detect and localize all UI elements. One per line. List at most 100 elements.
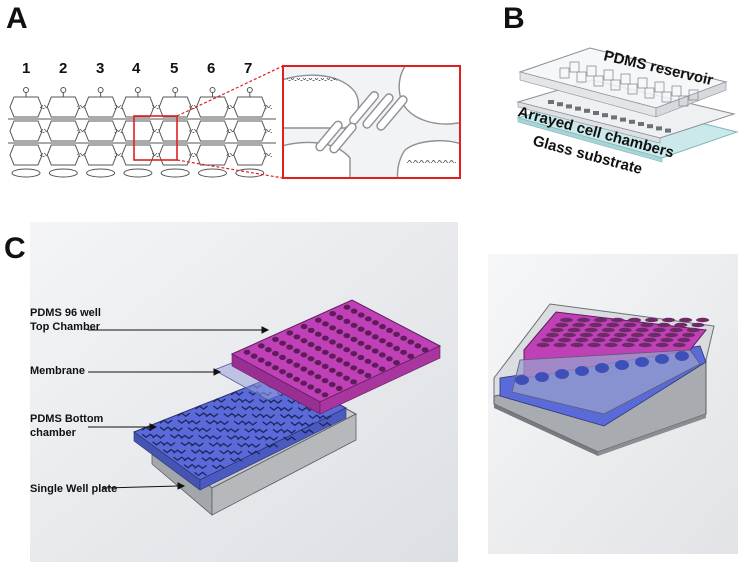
top-well [350, 365, 358, 371]
assembled-well [555, 322, 569, 328]
top-well [371, 334, 379, 340]
top-well [364, 330, 372, 336]
serpentine-channel [190, 442, 204, 454]
assembled-well [604, 342, 618, 348]
serpentine-channel [233, 413, 247, 426]
assembled-well [567, 327, 581, 333]
cell-chamber-dot [611, 115, 617, 120]
top-well [322, 321, 329, 327]
top-well [293, 362, 301, 368]
top-well [250, 353, 258, 359]
top-well [300, 366, 308, 372]
serpentine-channel [170, 427, 183, 439]
inlet-port [97, 87, 104, 93]
top-well [364, 344, 372, 350]
cell-chamber [195, 144, 230, 166]
reservoir-well [610, 79, 621, 91]
serpentine-channel [272, 421, 286, 434]
assembled-well [572, 322, 586, 328]
assembled-well [652, 327, 666, 333]
cell-chamber [195, 120, 230, 142]
assembled-well [672, 342, 686, 348]
serpentine-channel [230, 391, 244, 403]
top-well [407, 339, 415, 345]
top-well [393, 331, 400, 337]
serpentine-channel [177, 412, 191, 424]
serpentine-channel [247, 443, 261, 455]
top-well [407, 353, 415, 359]
top-well [414, 343, 422, 349]
column-number-7: 7 [244, 60, 253, 77]
assembled-well [655, 342, 669, 348]
assembled-bottom-chamber-cell [635, 357, 649, 367]
label-single-well-plate: Single Well plate [30, 483, 118, 495]
top-well [257, 343, 265, 349]
top-well [357, 369, 365, 375]
cell-chamber [9, 120, 43, 142]
top-well [371, 348, 379, 354]
assembled-well [562, 332, 576, 338]
top-well [372, 320, 379, 326]
top-well [364, 316, 372, 322]
zoom-guide-line [176, 65, 284, 117]
assembled-bottom-chamber-cell [615, 360, 629, 370]
label-bottom-chamber: PDMS Bottom chamber [30, 413, 104, 439]
panel-label-c: C [4, 232, 26, 265]
cell-chamber [121, 144, 155, 166]
cell-chamber-dot [629, 119, 635, 124]
top-well [314, 374, 322, 380]
assembled-well [589, 322, 603, 328]
top-well [336, 343, 343, 349]
reservoir-well [637, 77, 648, 89]
assembled-well [674, 322, 688, 328]
assembled-well [587, 342, 601, 348]
top-well [350, 351, 358, 357]
cell-chamber-dot [593, 111, 599, 115]
assembled-well [550, 327, 564, 333]
top-well [371, 362, 379, 368]
label-pointer-lines [88, 326, 270, 490]
serpentine-channel [241, 398, 255, 411]
outlet-channel [123, 168, 153, 178]
assembled-well [601, 327, 615, 333]
serpentine-channel [205, 412, 219, 425]
assembled-well [545, 332, 559, 338]
outlet-channel [48, 168, 78, 178]
assembled-bottom-chamber-cell [655, 354, 669, 364]
top-well [293, 348, 301, 354]
top-well [378, 366, 386, 372]
top-well [350, 379, 357, 385]
inlet-port [23, 87, 29, 93]
serpentine-channel [262, 413, 275, 426]
top-well [307, 356, 315, 362]
cell-chamber [9, 144, 43, 166]
top-well [329, 325, 336, 331]
cell-chamber [233, 144, 267, 166]
inlet-port [134, 87, 141, 93]
assembled-well [645, 317, 659, 323]
assembled-well [657, 322, 671, 328]
assembled-well [553, 342, 567, 348]
top-well [314, 360, 322, 366]
serpentine-channel [194, 464, 207, 477]
serpentine-channel [265, 436, 279, 448]
cell-chamber-dot [656, 126, 662, 131]
assembled-bottom-chamber-cell [575, 366, 589, 376]
assembled-well [577, 317, 590, 323]
cell-chamber [158, 144, 192, 166]
assembled-well [584, 327, 598, 333]
assembled-bottom-chamber-cell [535, 372, 549, 382]
assembled-well [691, 322, 705, 328]
top-well [307, 341, 315, 348]
assembled-well [665, 332, 678, 338]
top-well [343, 304, 351, 310]
top-well [321, 378, 329, 384]
reservoir-well [586, 65, 597, 77]
top-well [350, 308, 358, 314]
top-well [336, 357, 343, 363]
assembled-well [640, 322, 654, 328]
cell-chamber [84, 144, 118, 166]
serpentine-channel [216, 420, 229, 433]
serpentine-channel [290, 414, 304, 427]
